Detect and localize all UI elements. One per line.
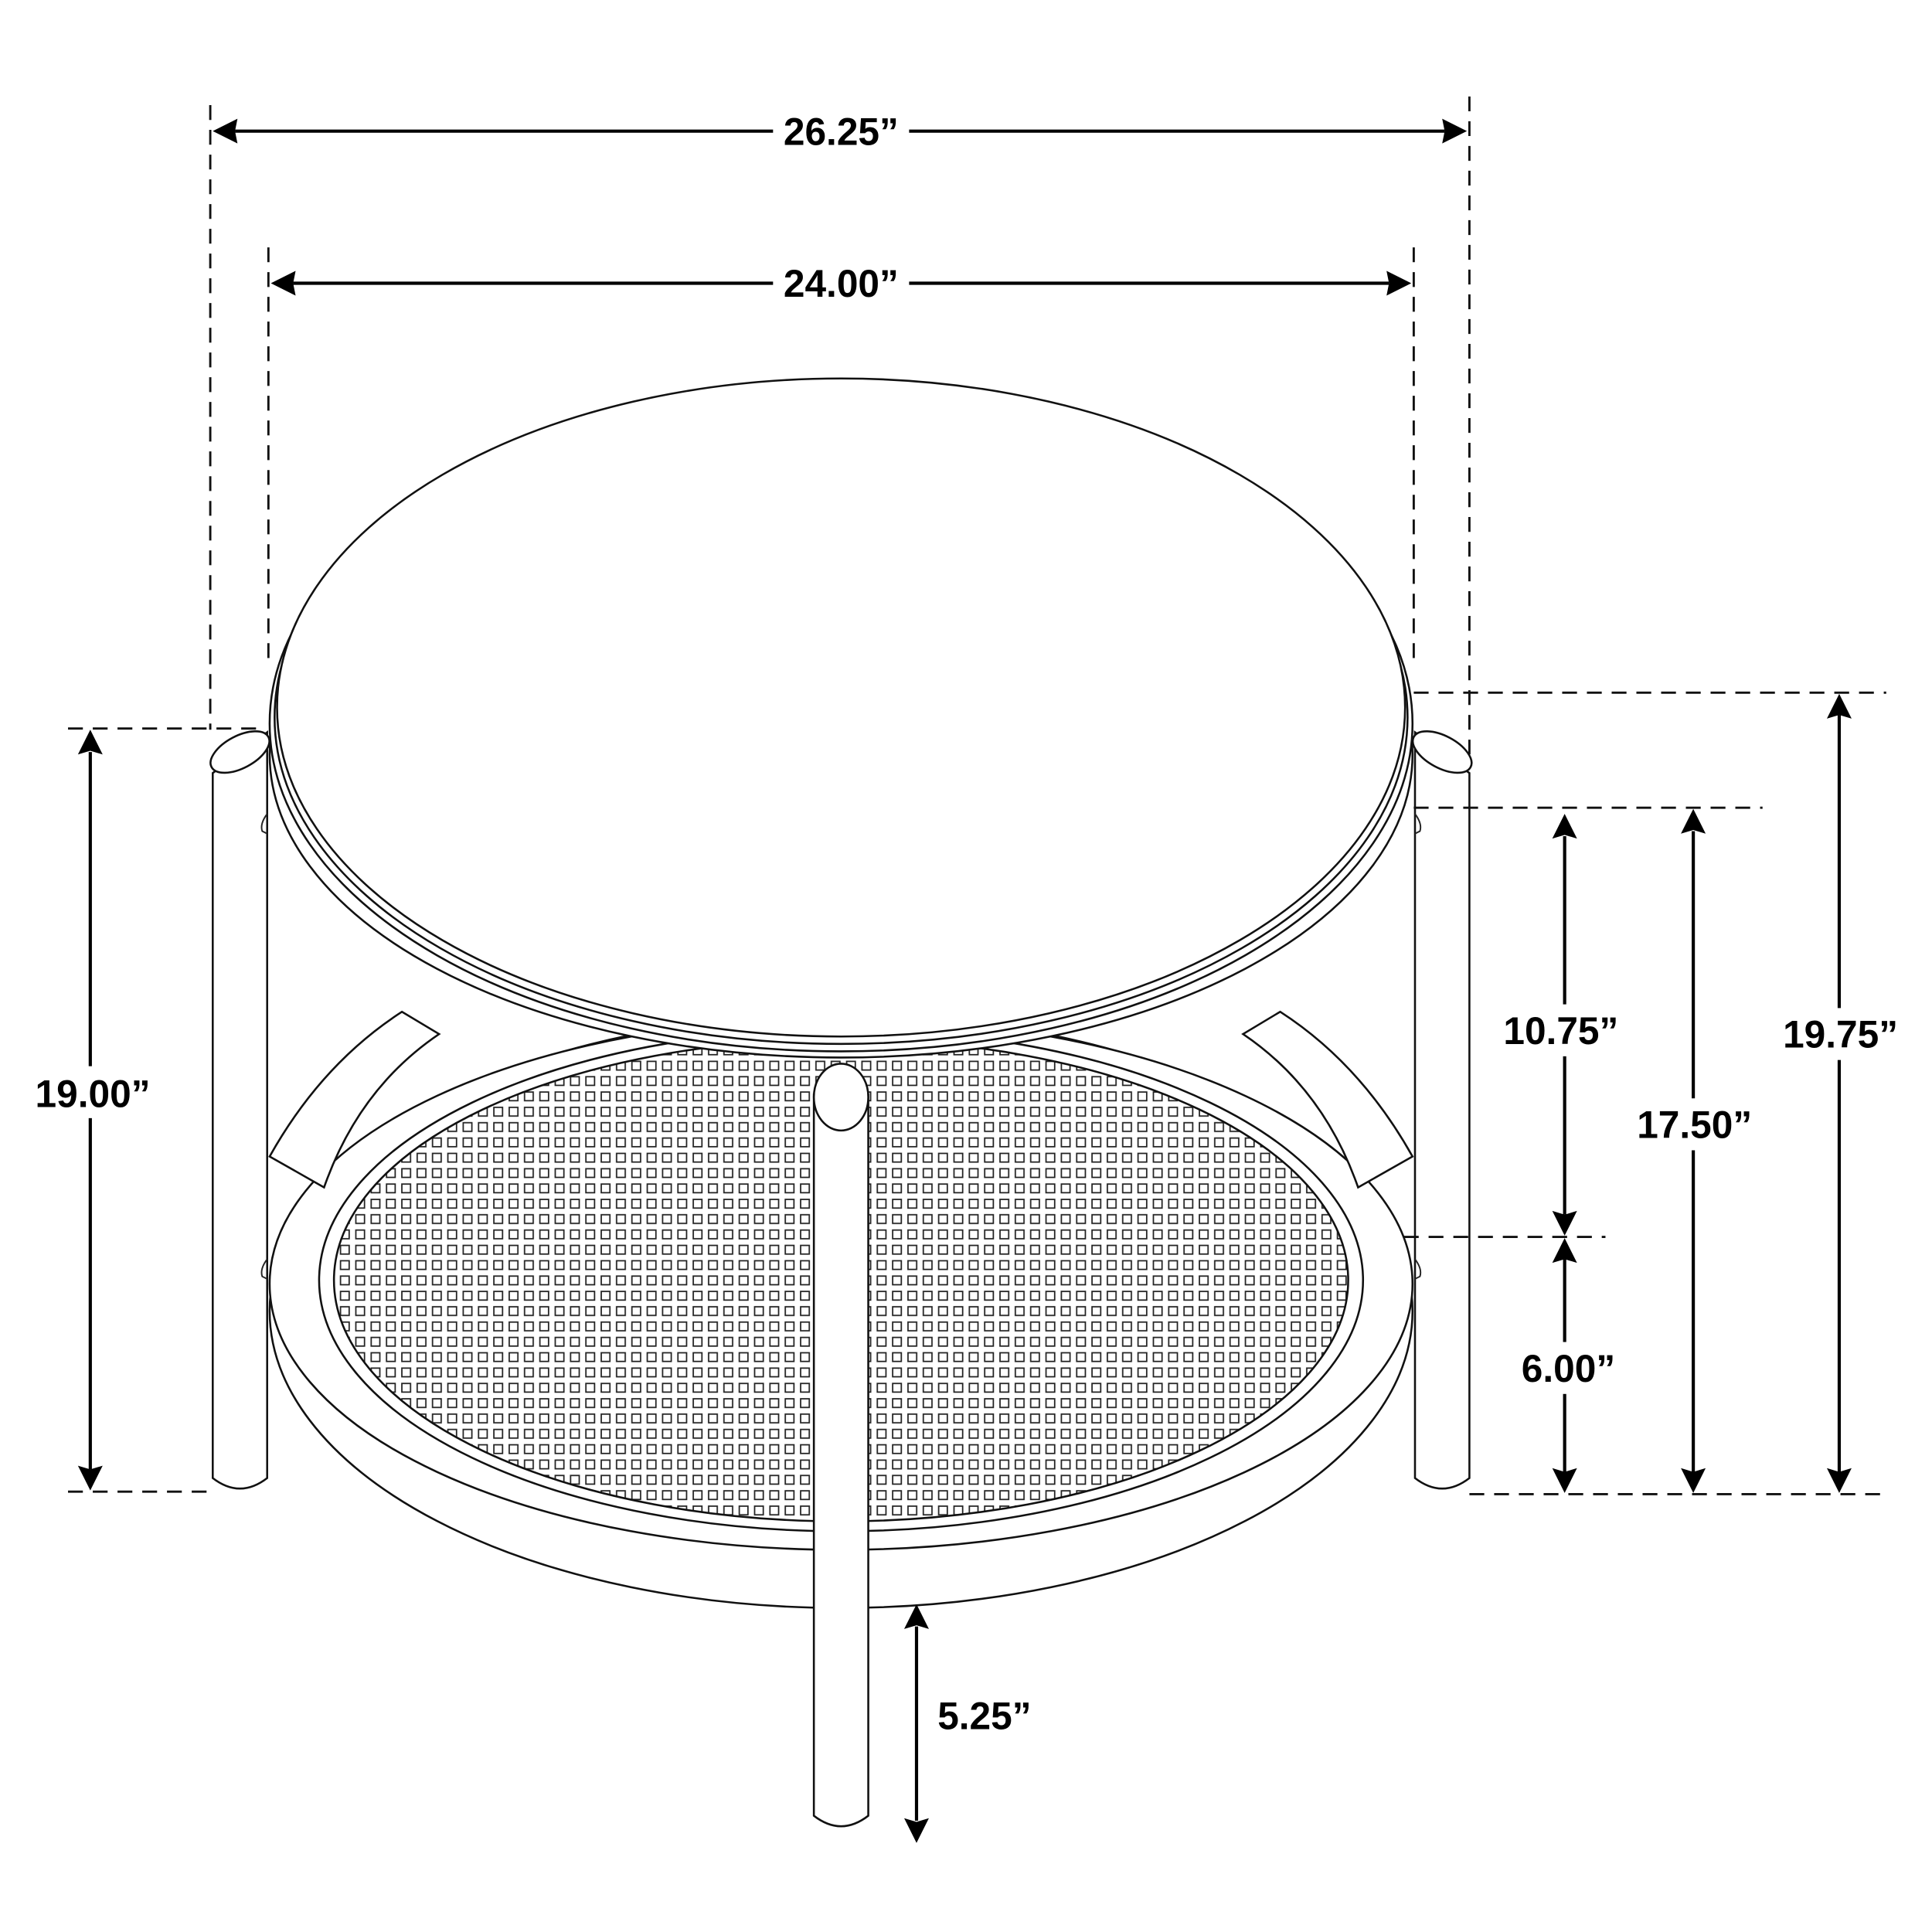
right-leg (1411, 730, 1473, 1490)
dim-overall-height: 19.75” (1413, 691, 1907, 1495)
top-surface (276, 377, 1406, 1038)
dim-shelf-height: 6.00” (1511, 1238, 1626, 1493)
shelf-clearance-label: 10.75” (1503, 1009, 1618, 1053)
shelf-height-label: 6.00” (1522, 1347, 1615, 1390)
left-brace (268, 1010, 441, 1189)
right-brace (1241, 1010, 1414, 1189)
leg-height-label: 19.00” (36, 1072, 151, 1115)
dim-top-diameter: 24.00” (267, 247, 1415, 668)
dim-top-underside: 17.50” (1413, 806, 1763, 1493)
dim-overall-width: 26.25” (209, 96, 1471, 755)
table-top (268, 377, 1414, 1059)
left-leg (209, 730, 270, 1490)
overall-width-label: 26.25” (784, 110, 899, 153)
shelf-bottom-label: 5.25” (937, 1695, 1031, 1738)
dim-shelf-clearance: 10.75” (1403, 814, 1629, 1238)
top-diameter-label: 24.00” (784, 262, 899, 305)
overall-height-label: 19.75” (1783, 1013, 1898, 1056)
dim-shelf-bottom: 5.25” (903, 1604, 1032, 1843)
top-underside-label: 17.50” (1637, 1103, 1752, 1146)
front-leg (812, 1063, 869, 1828)
dim-leg-height: 19.00” (25, 727, 267, 1493)
